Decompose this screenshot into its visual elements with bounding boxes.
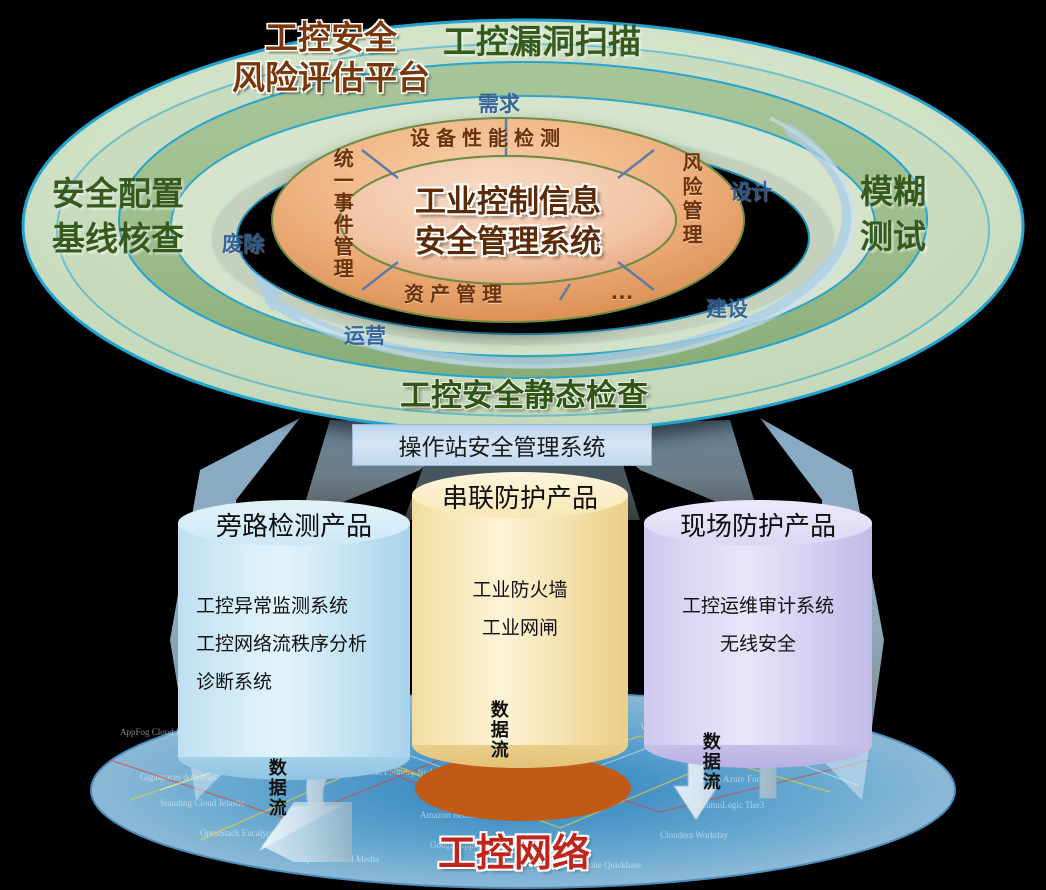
cylinder-body [644, 523, 872, 745]
module-asset-management: 资产管理 [404, 284, 508, 306]
svg-text:Cloudera Workday: Cloudera Workday [660, 830, 728, 840]
segment-dividers [361, 118, 655, 301]
cylinder-top [644, 500, 872, 546]
fuzz-line2: 测试 [860, 217, 926, 255]
lifecycle-stage-requirement: 需求 [478, 93, 520, 116]
core-system-title: 工业控制信息 安全管理系统 [358, 182, 658, 261]
svg-text:Stackato Azure Force: Stackato Azure Force [690, 774, 767, 784]
network-title: 工控网络 [438, 833, 591, 875]
cylinder-item: 工控异常监测系统 [196, 596, 349, 617]
module-more: … [610, 278, 636, 305]
label-static-check: 工控安全静态检查 [400, 378, 648, 413]
cylinder-item: 工业网闸 [481, 618, 558, 639]
data-flow-label-right: 数据流 [700, 732, 721, 792]
cylinder-title: 现场防护产品 [679, 511, 836, 541]
cylinder-items: 工控运维审计系统 无线安全 [644, 588, 872, 664]
baseline-line1: 安全配置 [52, 175, 184, 212]
core-title-line2: 安全管理系统 [415, 223, 601, 259]
module-risk-management-text: 风险管理 [679, 152, 701, 248]
svg-text:Gigaspaces dotCloud: Gigaspaces dotCloud [140, 772, 217, 782]
lifecycle-stage-decommission: 废除 [222, 233, 264, 256]
product-cylinder-inline[interactable]: 串联防护产品 工业防火墙 工业网闸 [412, 472, 628, 768]
cylinder-item: 工控网络流秩序分析 [196, 634, 368, 655]
cylinder-items: 工控异常监测系统 工控网络流秩序分析 诊断系统 [178, 588, 428, 702]
lifecycle-stage-construction: 建设 [706, 298, 748, 321]
cylinder-item: 工业防火墙 [472, 580, 568, 601]
module-unified-event-mgmt-text: 统一事件管理 [330, 148, 353, 280]
operator-station-banner-label: 操作站安全管理系统 [398, 434, 606, 460]
core-title-line1: 工业控制信息 [415, 184, 601, 219]
cylinder-item: 无线安全 [719, 634, 796, 655]
module-risk-management: 风险管理 [676, 152, 702, 254]
label-security-baseline: 安全配置 基线核查 [52, 172, 184, 261]
platform-title-line2: 风险评估平台 [232, 59, 430, 97]
cylinder-item: 工控运维审计系统 [681, 596, 834, 617]
management-ring [271, 117, 746, 323]
data-flow-label-left: 数据流 [266, 758, 287, 818]
cylinder-top [412, 472, 628, 518]
data-flow-label-center: 数据流 [488, 700, 509, 760]
svg-text:Standing Cloud Jelastic: Standing Cloud Jelastic [160, 798, 245, 808]
svg-text:OpenStack Eucalyptus: OpenStack Eucalyptus [200, 828, 282, 838]
svg-text:WebEngine Quickbase: WebEngine Quickbase [560, 860, 642, 870]
lifecycle-arrow [248, 116, 856, 369]
cylinder-items: 工业防火墙 工业网闸 [412, 572, 628, 648]
svg-text:Amazon Beanstalk: Amazon Beanstalk [420, 810, 489, 820]
lifecycle-stage-design: 设计 [730, 181, 772, 204]
operator-station-banner: 操作站安全管理系统 [352, 424, 652, 466]
cylinder-top [178, 500, 410, 546]
platform-title-line1: 工控安全 [265, 19, 397, 56]
cylinder-title: 旁路检测产品 [215, 511, 372, 541]
module-unified-event-mgmt: 统一事件管理 [326, 148, 356, 285]
label-vuln-scan: 工控漏洞扫描 [443, 23, 641, 60]
svg-text:Google Apps Engine: Google Apps Engine [430, 840, 505, 850]
cylinder-body [412, 495, 628, 745]
module-device-performance: 设备性能检测 [410, 128, 566, 150]
fuzz-line1: 模糊 [860, 173, 926, 210]
label-fuzz-test: 模糊 测试 [860, 170, 926, 259]
cylinder-item: 诊断系统 [196, 672, 273, 693]
label-platform-title: 工控安全 风险评估平台 [232, 18, 430, 99]
baseline-line2: 基线核查 [52, 219, 184, 257]
product-cylinder-bypass[interactable]: 旁路检测产品 工控异常监测系统 工控网络流秩序分析 诊断系统 [178, 500, 410, 780]
svg-text:CumuLogic Tier3: CumuLogic Tier3 [700, 800, 765, 810]
cylinder-title: 串联防护产品 [441, 483, 598, 513]
cylinder-body [178, 523, 410, 757]
svg-text:AppFog Cloud Heroku: AppFog Cloud Heroku [120, 727, 203, 737]
lifecycle-stage-operation: 运营 [344, 325, 386, 348]
product-cylinder-field[interactable]: 现场防护产品 工控运维审计系统 无线安全 [644, 500, 872, 768]
